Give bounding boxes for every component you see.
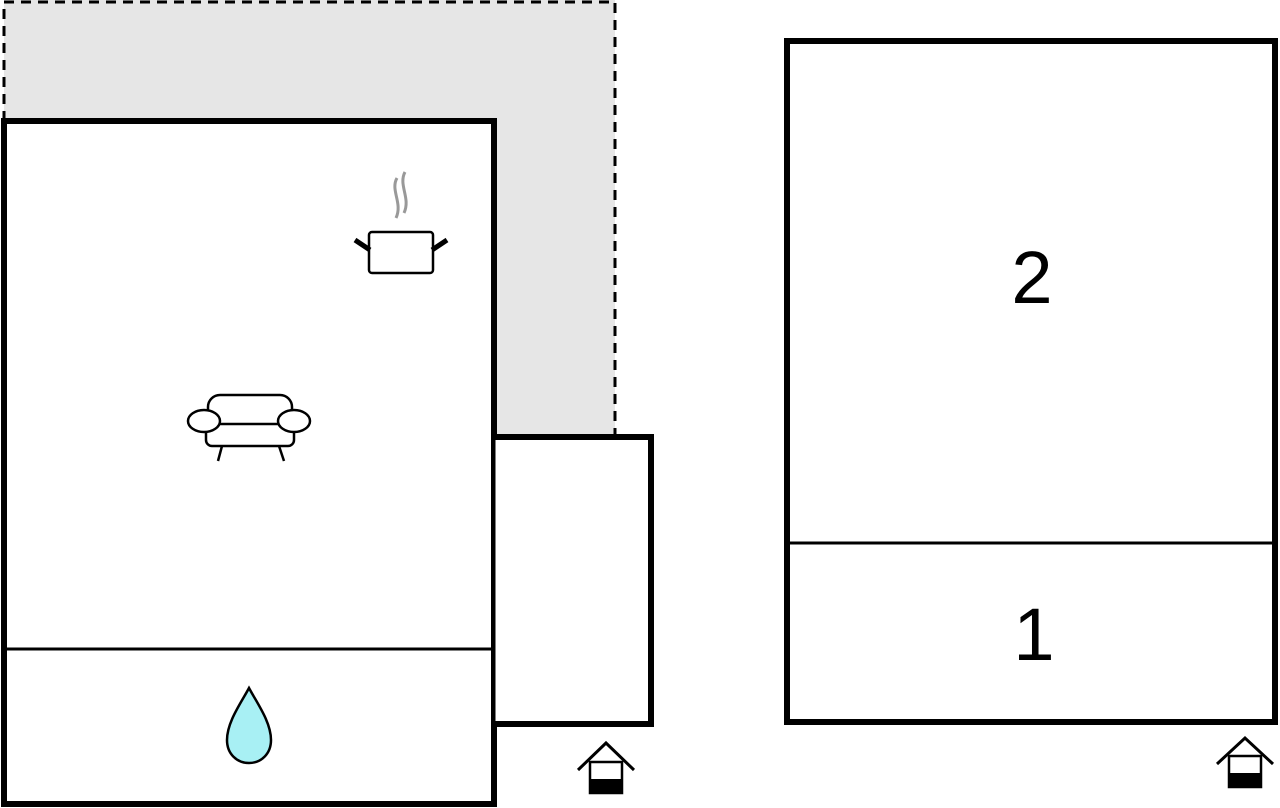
room-label-2: 2 (1011, 236, 1052, 319)
sofa-icon (186, 393, 312, 462)
right-building-outline (784, 38, 1278, 725)
entrance-house-icon (576, 740, 636, 795)
water-drop-icon (225, 685, 273, 765)
entrance-house-icon (1215, 735, 1275, 789)
right-building: 2 1 (784, 38, 1278, 725)
annex-room (492, 434, 654, 727)
room-label-1: 1 (1013, 593, 1054, 676)
terrace-area (2, 0, 617, 436)
cooking-pot-icon (353, 171, 449, 275)
